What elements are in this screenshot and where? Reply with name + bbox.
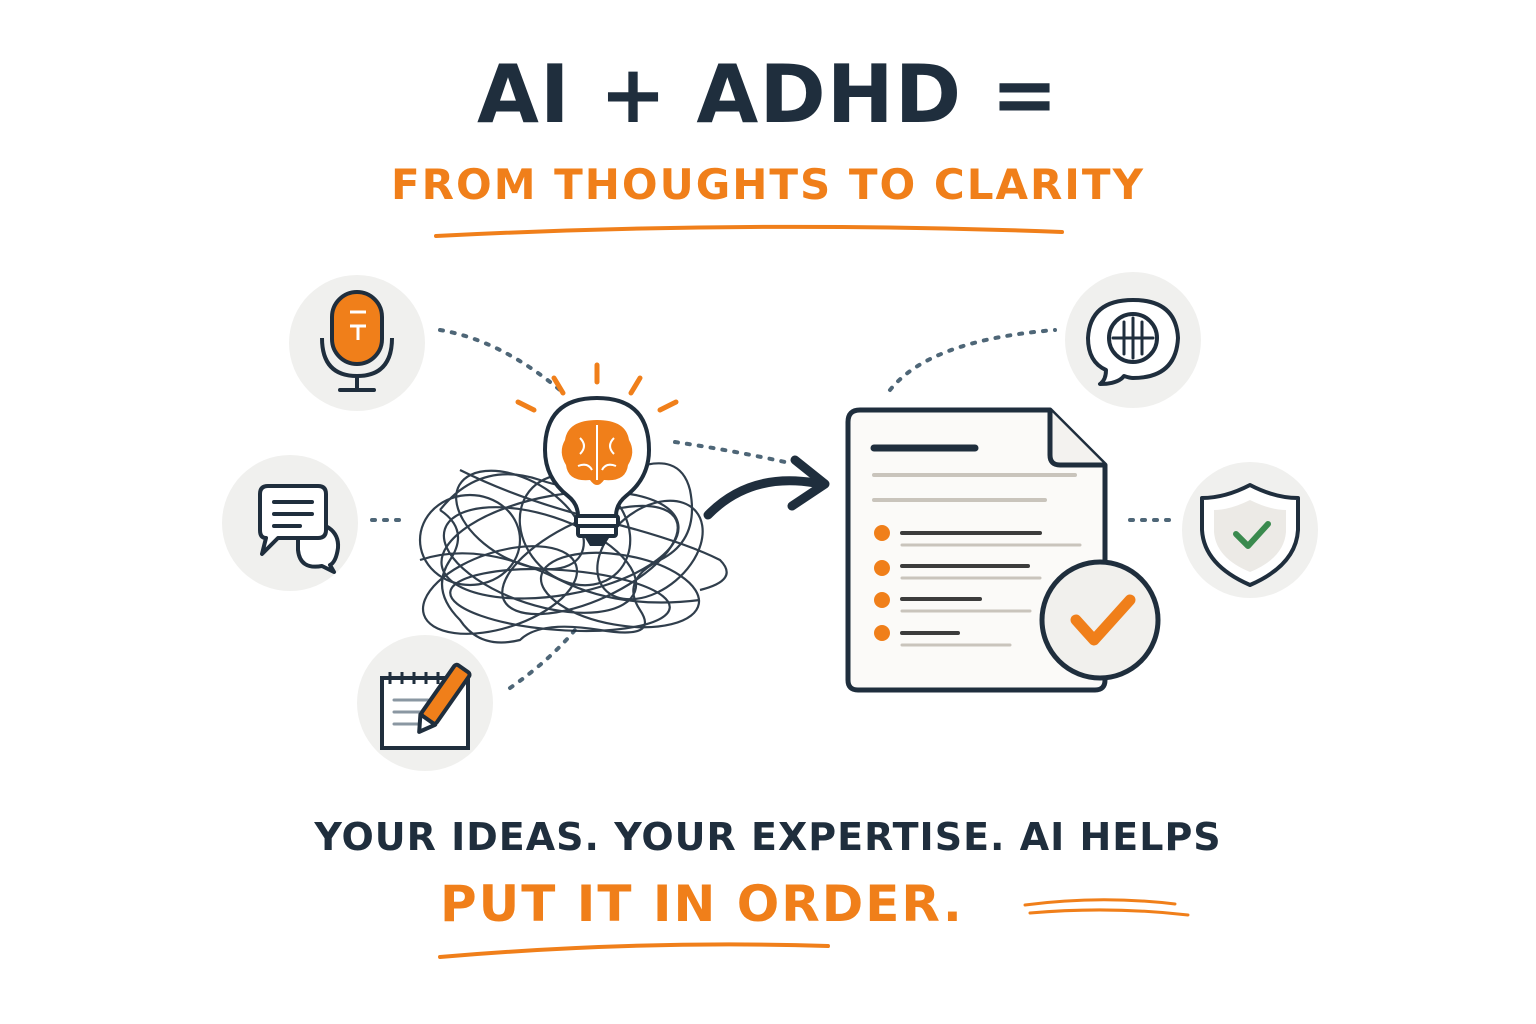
microphone-icon	[289, 275, 425, 411]
tagline-line-1: YOUR IDEAS. YOUR EXPERTISE. AI HELPS	[314, 815, 1222, 859]
dotted-connectors	[370, 328, 1172, 690]
lightbulb-brain-icon	[515, 362, 679, 546]
subtitle-underline	[434, 224, 1064, 238]
clock-speech-bubble-icon	[1065, 272, 1201, 408]
page-subtitle: FROM THOUGHTS TO CLARITY	[390, 160, 1145, 209]
arrow-right-icon	[703, 455, 830, 520]
tagline-underline	[438, 942, 830, 959]
checkmark-badge-icon	[1039, 559, 1161, 681]
page-title: AI + ADHD =	[477, 48, 1059, 141]
chat-bubbles-icon	[222, 455, 358, 591]
notepad-pencil-icon	[357, 635, 493, 771]
shield-check-icon	[1182, 462, 1318, 598]
tagline-swoosh-right	[1023, 898, 1177, 907]
tagline-line-2: PUT IT IN ORDER.	[440, 875, 964, 933]
tangled-thoughts-scribble	[418, 462, 728, 644]
